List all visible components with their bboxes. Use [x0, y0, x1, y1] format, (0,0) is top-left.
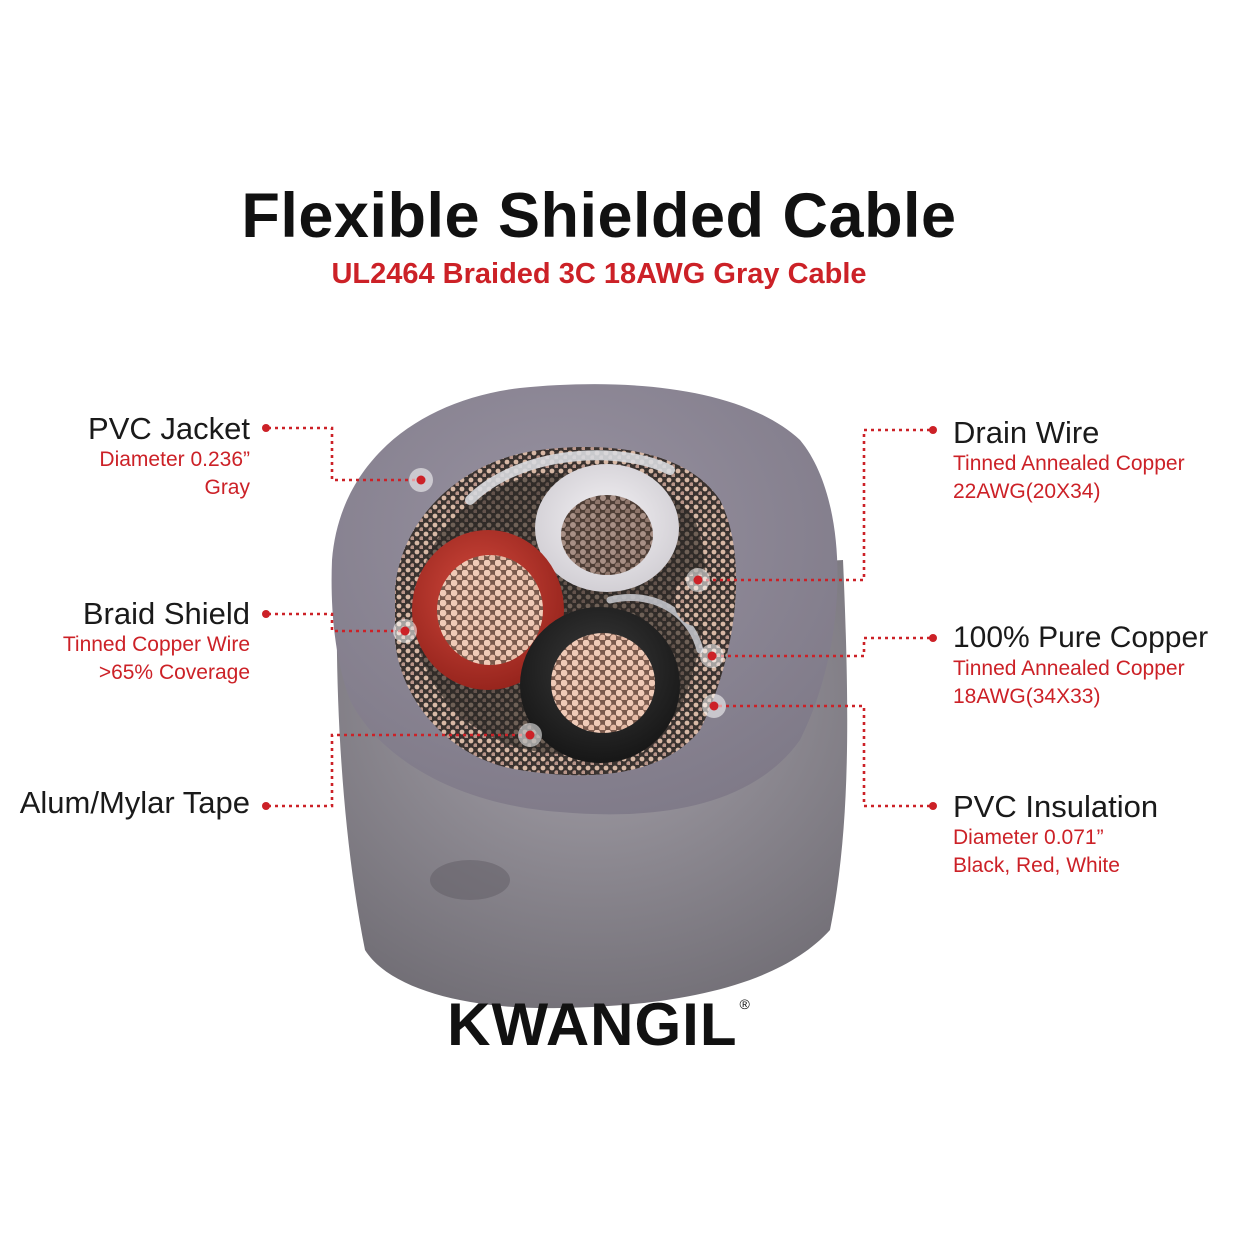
- label-pvc-insulation-name: PVC Insulation: [953, 789, 1159, 824]
- label-braid-shield-name: Braid Shield: [82, 596, 250, 631]
- marker-pvc-jacket: [409, 468, 433, 492]
- target-markers: [393, 468, 726, 747]
- label-braid-shield-line1: Tinned Copper Wire: [62, 633, 250, 656]
- label-mylar-tape-name: Alum/Mylar Tape: [19, 785, 250, 820]
- dot-pure-copper: [929, 634, 937, 642]
- mylar-tape-strip: [465, 450, 675, 505]
- cable-side-shadow: [430, 860, 510, 900]
- dot-pvc-jacket: [262, 424, 270, 432]
- label-pvc-jacket-line2: Gray: [204, 476, 250, 499]
- marker-drain-wire: [686, 568, 710, 592]
- label-pure-copper-name: 100% Pure Copper: [953, 621, 1209, 654]
- dot-pvc-insulation: [929, 802, 937, 810]
- white-conductor-strands: [561, 495, 653, 575]
- label-pvc-jacket-line1: Diameter 0.236”: [99, 448, 250, 471]
- dot-braid-shield: [262, 610, 270, 618]
- leader-mylar-tape: [268, 733, 530, 808]
- brand-name: KWANGIL: [447, 991, 738, 1058]
- registered-mark: ®: [739, 996, 751, 1012]
- label-mylar-tape: Alum/Mylar Tape: [20, 786, 250, 820]
- red-conductor-strands: [437, 555, 543, 665]
- brand-logo: KWANGIL®: [0, 990, 1198, 1059]
- label-pvc-jacket: PVC Jacket Diameter 0.236” Gray: [88, 412, 250, 502]
- label-pvc-insulation: PVC Insulation Diameter 0.071” Black, Re…: [953, 790, 1158, 880]
- label-pure-copper-line2: 18AWG(34X33): [953, 685, 1101, 708]
- label-pvc-jacket-name: PVC Jacket: [88, 411, 250, 446]
- label-pure-copper: 100% Pure Copper Tinned Annealed Copper …: [953, 621, 1208, 711]
- marker-mylar-tape: [518, 723, 542, 747]
- marker-braid-shield: [393, 619, 417, 643]
- black-conductor-strands: [551, 633, 655, 733]
- leader-end-dots: [262, 424, 937, 810]
- mylar-tape-strip-2: [606, 593, 704, 654]
- leader-pvc-insulation: [714, 704, 930, 808]
- leader-lines: [268, 426, 930, 808]
- marker-pure-copper: [700, 644, 724, 668]
- label-drain-wire-line2: 22AWG(20X34): [953, 480, 1101, 503]
- dot-drain-wire: [929, 426, 937, 434]
- label-pure-copper-line1: Tinned Annealed Copper: [953, 657, 1185, 680]
- label-drain-wire: Drain Wire Tinned Annealed Copper 22AWG(…: [953, 416, 1185, 506]
- label-braid-shield-line2: >65% Coverage: [98, 661, 250, 684]
- leader-braid-shield: [268, 612, 405, 633]
- marker-pvc-insulation: [702, 694, 726, 718]
- label-pvc-insulation-line1: Diameter 0.071”: [953, 826, 1104, 849]
- leader-drain-wire: [700, 428, 930, 582]
- page-subtitle: UL2464 Braided 3C 18AWG Gray Cable: [331, 258, 867, 290]
- page-title: Flexible Shielded Cable: [241, 181, 957, 251]
- dot-mylar-tape: [262, 802, 270, 810]
- label-braid-shield: Braid Shield Tinned Copper Wire >65% Cov…: [63, 597, 250, 687]
- label-drain-wire-line1: Tinned Annealed Copper: [953, 452, 1185, 475]
- label-pvc-insulation-line2: Black, Red, White: [953, 854, 1120, 877]
- label-drain-wire-name: Drain Wire: [953, 415, 1100, 450]
